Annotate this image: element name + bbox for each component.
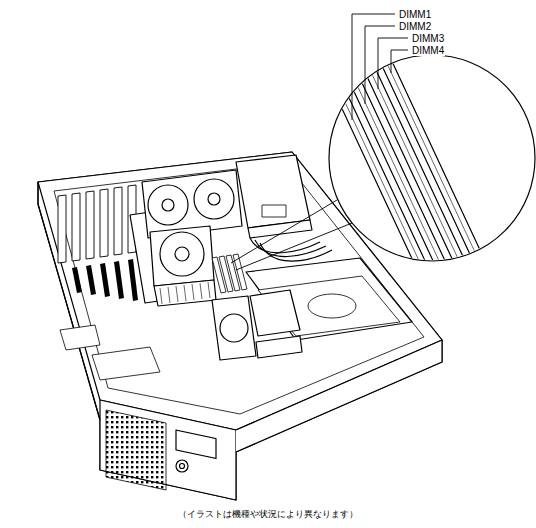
- caption: （イラストは機種や状況により異なります）: [0, 508, 536, 521]
- slot-label: DIMM3: [411, 33, 445, 44]
- slot-label: DIMM2: [398, 21, 432, 32]
- slot-label: DIMM4: [411, 45, 445, 56]
- slot-label: DIMM1: [398, 9, 432, 20]
